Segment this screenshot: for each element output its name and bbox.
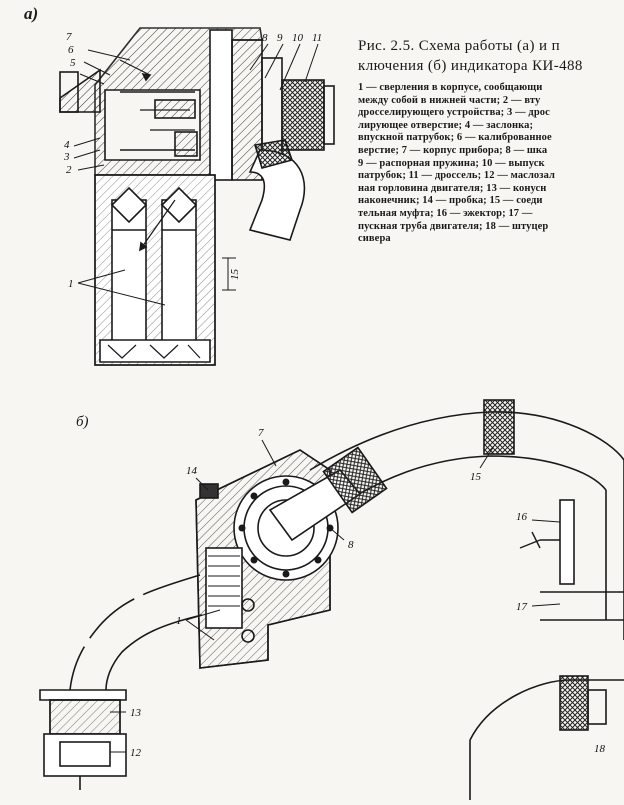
legend-line: ная горловина двигателя; 13 — конусн <box>358 182 547 194</box>
callout-b: 12 <box>130 747 142 759</box>
panel-a-drawing <box>59 27 335 366</box>
callout-b: 16 <box>516 511 528 523</box>
panel-b-drawing <box>39 399 624 800</box>
panel-a-label: а) <box>24 4 39 23</box>
caption-line-1: Рис. 2.5. Схема работы (а) и п <box>358 38 561 54</box>
legend-line: наконечник; 14 — пробка; 15 — соеди <box>358 195 543 207</box>
legend-line: впускной патрубок; 6 — калиброванное <box>358 132 552 144</box>
callout-b: 8 <box>348 539 354 551</box>
legend-line: верстие; 7 — корпус прибора; 8 — шка <box>358 144 548 156</box>
legend-line: тельная муфта; 16 — эжектор; 17 — <box>358 207 533 219</box>
legend-line: 1 — сверления в корпусе, сообщающи <box>358 82 543 93</box>
callout-a: 7 <box>66 31 72 43</box>
callout-a: 10 <box>292 32 304 44</box>
callout-a: 4 <box>64 139 70 151</box>
caption-line-2: ключения (б) индикатора КИ-488 <box>358 58 583 74</box>
callout-a: 3 <box>63 151 70 163</box>
legend-line: сивера <box>358 233 391 245</box>
callout-a: 6 <box>68 44 74 56</box>
callout-b: 13 <box>130 707 142 719</box>
legend-line: патрубок; 11 — дроссель; 12 — маслозал <box>358 170 556 182</box>
callout-b: 14 <box>186 465 198 477</box>
callout-b: 17 <box>516 601 528 613</box>
callout-a: 8 <box>262 32 268 44</box>
callout-a: 1 <box>68 278 74 290</box>
figure-legend: 1 — сверления в корпусе, сообщающи между… <box>358 82 622 246</box>
callout-a: 5 <box>70 57 76 69</box>
callout-a: 11 <box>312 32 322 44</box>
legend-line: дросселирующего устройства; 3 — дрос <box>358 107 550 119</box>
legend-line: между собой в нижней части; 2 — вту <box>358 94 541 106</box>
callout-a: 2 <box>66 164 72 176</box>
callout-b: 1 <box>176 615 182 627</box>
callout-b: 7 <box>258 427 264 439</box>
legend-line: пускная труба двигателя; 18 — штуцер <box>358 220 549 232</box>
figure-caption: Рис. 2.5. Схема работы (а) и п ключения … <box>358 36 620 76</box>
panel-b-label: б) <box>76 414 89 430</box>
callout-b: 15 <box>470 471 482 483</box>
callout-a: 15 <box>229 269 241 281</box>
legend-line: 9 — распорная пружина; 10 — выпуск <box>358 157 545 169</box>
callout-a: 9 <box>277 32 283 44</box>
callout-b: 18 <box>594 743 606 755</box>
legend-line: лирующее отверстие; 4 — заслонка; <box>358 119 534 131</box>
